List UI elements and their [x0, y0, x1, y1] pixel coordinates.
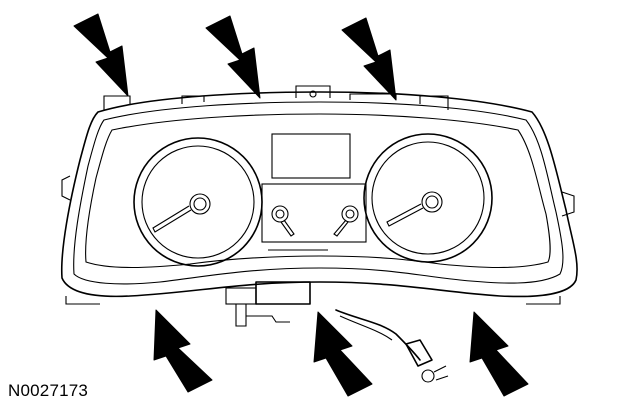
center-display — [261, 133, 367, 251]
arrow-top-right — [341, 17, 397, 101]
arrow-top-center — [205, 15, 261, 99]
arrow-bottom-left — [153, 309, 213, 393]
cluster-housing — [60, 91, 578, 298]
small-gauge-left — [271, 205, 295, 237]
arrow-top-left — [73, 13, 129, 97]
top-mounting-tabs — [103, 85, 449, 110]
left-gauge — [133, 137, 263, 267]
arrow-bottom-right — [469, 311, 529, 397]
connector-and-harness — [225, 281, 449, 383]
side-mounts — [61, 175, 575, 305]
small-gauge-right — [333, 205, 359, 237]
arrow-bottom-center — [313, 311, 373, 397]
right-gauge — [363, 133, 493, 263]
figure-reference-code: N0027173 — [8, 381, 89, 400]
